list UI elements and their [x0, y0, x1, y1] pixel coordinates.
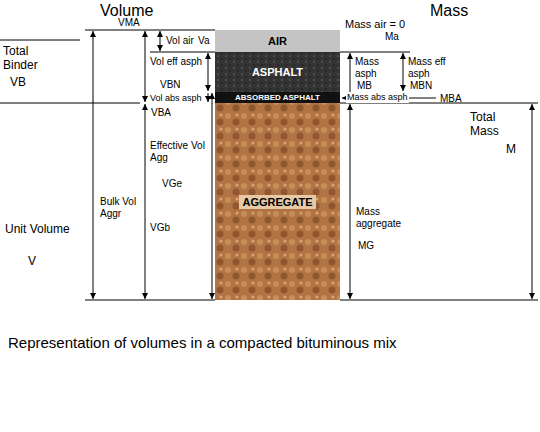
dimension-label: MBA	[440, 93, 462, 105]
dimension-label: Mass air = 0	[345, 18, 405, 31]
dimension-label: M	[506, 142, 516, 156]
layer-fill	[215, 52, 340, 92]
dimension-label: Vol air	[166, 35, 194, 47]
mix-layer: ABSORBED ASPHALT	[215, 92, 340, 103]
dimension-label: Mass aggregate	[356, 206, 416, 230]
dimension-label: Ma	[385, 31, 399, 43]
dimension-label: VBA	[151, 107, 171, 119]
column-heading: Mass	[430, 2, 468, 20]
dimension-label: MB	[357, 80, 372, 92]
dimension-label: V	[28, 254, 36, 268]
dimension-label: VB	[10, 75, 26, 89]
dimension-label: MG	[358, 240, 374, 252]
dimension-label: Unit Volume	[5, 222, 87, 236]
dimension-label: VGb	[150, 222, 170, 234]
dimension-label: VMA	[118, 17, 140, 29]
dimension-label: Bulk Vol Aggr	[100, 196, 142, 220]
mix-layer: AIR	[215, 30, 340, 52]
layer-label: AIR	[268, 35, 287, 47]
layer-fill	[215, 103, 340, 300]
dimension-label: VGe	[162, 178, 182, 190]
dimension-label: MBN	[410, 80, 432, 92]
dimension-label: Mass asph	[355, 56, 395, 80]
dimension-label: VBN	[160, 79, 181, 91]
figure-caption: Representation of volumes in a compacted…	[8, 334, 397, 352]
layer-label: ABSORBED ASPHALT	[235, 93, 320, 102]
layer-label: ASPHALT	[252, 66, 303, 78]
dimension-label: Va	[198, 35, 210, 47]
layer-fill	[215, 92, 340, 103]
dimension-label: Vol abs asph	[150, 93, 202, 104]
mix-layer: ASPHALT	[215, 52, 340, 92]
layer-fill	[215, 30, 340, 52]
dimension-label: Vol eff asph	[150, 56, 205, 68]
dimension-label: Effective Vol Agg	[150, 140, 205, 164]
dimension-label: Total Binder	[3, 44, 63, 72]
layer-label: AGGREGATE	[239, 195, 315, 209]
dimension-label: Mass eff asph	[408, 56, 468, 80]
dimension-label: Mass abs asph	[346, 92, 409, 103]
dimension-label: Total Mass	[470, 110, 525, 138]
mix-layer: AGGREGATE	[215, 103, 340, 300]
